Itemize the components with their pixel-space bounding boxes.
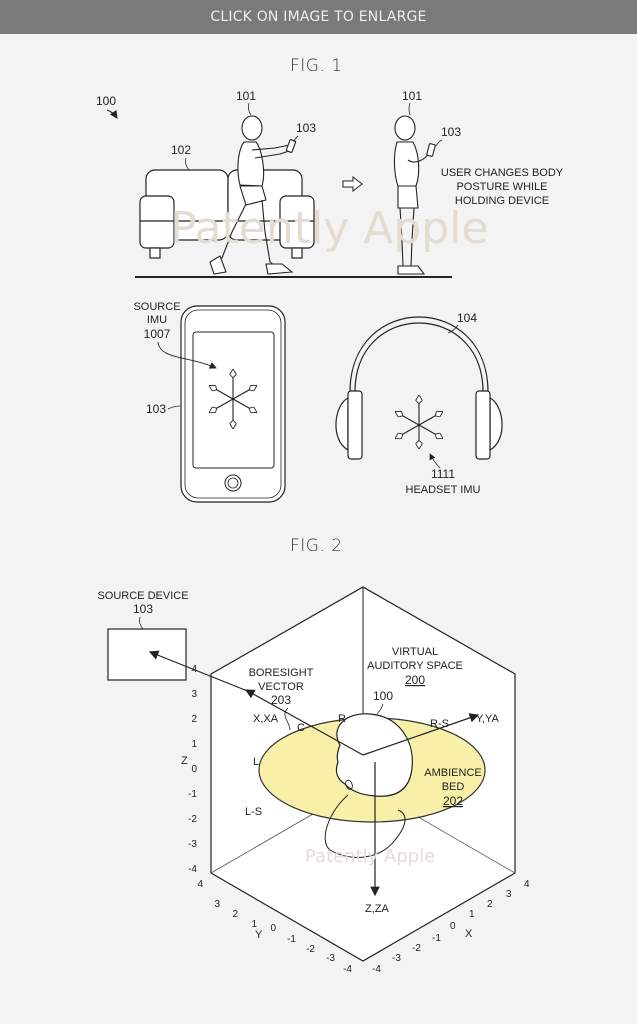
fig2-title: FIG. 2 <box>290 536 343 556</box>
boresight-vector-line <box>148 650 251 693</box>
svg-text:IMU: IMU <box>147 314 167 326</box>
source-imu-axes-icon <box>210 370 256 428</box>
svg-text:Z,ZA: Z,ZA <box>365 903 389 915</box>
svg-text:1111: 1111 <box>431 467 455 481</box>
svg-text:203: 203 <box>271 693 291 707</box>
svg-text:VECTOR: VECTOR <box>258 681 304 693</box>
standing-device-ref: 103 <box>441 125 461 139</box>
svg-text:-4: -4 <box>372 964 381 975</box>
svg-text:X,XA: X,XA <box>253 713 279 725</box>
svg-text:VIRTUAL: VIRTUAL <box>392 646 438 658</box>
channel-labels: C R L L-S R-S <box>245 713 449 818</box>
y-axis-ticks: 4 3 2 1 0 -1 -2 -3 -4 <box>197 879 352 975</box>
svg-text:202: 202 <box>443 794 463 808</box>
svg-text:-3: -3 <box>188 839 197 850</box>
svg-text:HOLDING DEVICE: HOLDING DEVICE <box>455 195 549 207</box>
svg-text:X: X <box>465 928 473 940</box>
ambience-label: AMBIENCE BED 202 <box>424 767 481 808</box>
svg-text:2: 2 <box>191 714 197 725</box>
transition-arrow-icon <box>342 175 363 193</box>
channel-c: C <box>297 722 305 734</box>
sofa-ref-label: 102 <box>171 143 191 157</box>
svg-text:0: 0 <box>191 764 197 775</box>
fig1-ref-100: 100 <box>96 94 118 119</box>
walking-user-figure <box>209 115 297 275</box>
channel-ls: L-S <box>245 806 262 818</box>
svg-text:1: 1 <box>251 919 257 930</box>
walking-user-ref: 101 <box>236 89 256 103</box>
headset-imu-axes-icon <box>396 396 442 448</box>
watermark-fig1: Patently Apple <box>170 203 488 254</box>
virtual-space-label: VIRTUAL AUDITORY SPACE 200 <box>367 646 463 687</box>
svg-text:BED: BED <box>442 781 465 793</box>
svg-text:POSTURE WHILE: POSTURE WHILE <box>456 181 547 193</box>
svg-text:103: 103 <box>133 602 153 616</box>
svg-text:Z: Z <box>181 755 188 767</box>
svg-text:3: 3 <box>506 889 512 900</box>
svg-text:-2: -2 <box>306 944 315 955</box>
source-device-box <box>107 628 187 681</box>
svg-text:-1: -1 <box>188 789 197 800</box>
svg-text:4: 4 <box>197 879 203 890</box>
source-imu-label: SOURCE IMU 1007 <box>133 301 217 369</box>
watermark-fig2: Patently Apple <box>305 846 435 867</box>
svg-text:200: 200 <box>405 673 425 687</box>
svg-text:SOURCE DEVICE: SOURCE DEVICE <box>97 590 188 602</box>
svg-text:AUDITORY SPACE: AUDITORY SPACE <box>367 660 463 672</box>
svg-text:1: 1 <box>469 909 475 920</box>
headphones-104 <box>335 316 503 460</box>
channel-r: R <box>338 713 346 725</box>
standing-user-figure <box>393 115 436 275</box>
svg-text:SOURCE: SOURCE <box>133 301 180 313</box>
channel-l: L <box>253 756 259 768</box>
svg-text:2: 2 <box>487 899 493 910</box>
svg-text:100: 100 <box>96 94 116 108</box>
z-axis-ticks: 4 3 2 1 0 -1 -2 -3 -4 <box>188 664 197 875</box>
head-ref-label: 100 <box>373 689 393 703</box>
axis-labels: X,XA Y,YA Z,ZA Z Y X <box>181 713 499 941</box>
svg-text:-4: -4 <box>188 864 197 875</box>
svg-text:-2: -2 <box>412 943 421 954</box>
svg-text:-3: -3 <box>392 953 401 964</box>
standing-user-ref: 101 <box>402 89 422 103</box>
channel-rs: R-S <box>430 718 449 730</box>
headset-imu-label: 1111 HEADSET IMU <box>406 453 481 496</box>
svg-text:-1: -1 <box>287 934 296 945</box>
posture-caption: USER CHANGES BODY POSTURE WHILE HOLDING … <box>441 167 564 207</box>
svg-text:0: 0 <box>270 923 276 934</box>
svg-text:4: 4 <box>191 664 197 675</box>
headset-ref-label: 104 <box>457 311 477 325</box>
listener-head-100 <box>335 713 413 797</box>
svg-text:AMBIENCE: AMBIENCE <box>424 767 481 779</box>
svg-text:1: 1 <box>191 739 197 750</box>
svg-text:USER CHANGES BODY: USER CHANGES BODY <box>441 167 564 179</box>
svg-text:0: 0 <box>450 921 456 932</box>
svg-text:BORESIGHT: BORESIGHT <box>249 667 314 679</box>
boresight-label: BORESIGHT VECTOR 203 <box>249 667 314 731</box>
svg-text:Y: Y <box>255 929 263 941</box>
svg-text:HEADSET IMU: HEADSET IMU <box>406 484 481 496</box>
svg-text:2: 2 <box>232 909 238 920</box>
svg-text:Y,YA: Y,YA <box>476 713 499 725</box>
svg-text:-2: -2 <box>188 814 197 825</box>
enlarge-banner[interactable]: CLICK ON IMAGE TO ENLARGE <box>0 0 637 34</box>
svg-text:4: 4 <box>524 879 530 890</box>
svg-text:-1: -1 <box>432 933 441 944</box>
svg-text:3: 3 <box>214 899 220 910</box>
svg-text:-3: -3 <box>326 953 335 964</box>
source-device-label: SOURCE DEVICE 103 <box>97 590 189 630</box>
svg-text:1007: 1007 <box>144 327 171 341</box>
fig1-title: FIG. 1 <box>290 56 343 76</box>
svg-text:-4: -4 <box>343 964 352 975</box>
svg-text:3: 3 <box>191 689 197 700</box>
head-axes <box>244 689 480 897</box>
walking-device-ref: 103 <box>296 121 316 135</box>
phone-ref-label: 103 <box>146 402 166 416</box>
x-axis-ticks: -4 -3 -2 -1 0 1 2 3 4 <box>372 879 530 975</box>
